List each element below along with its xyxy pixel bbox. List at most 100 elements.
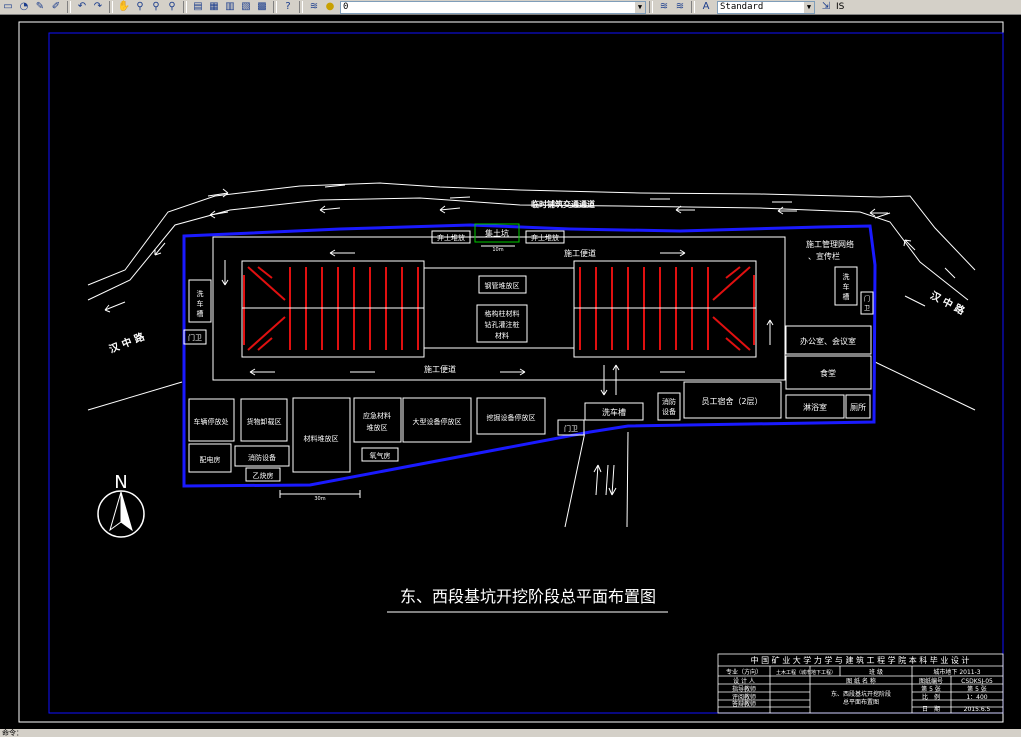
left-road-label: 汉 中 路 xyxy=(107,329,147,355)
major-value: 土木工程（城市地下工程） xyxy=(776,669,836,676)
toolbar-separator xyxy=(691,1,695,13)
drawing-title: 东、西段基坑开挖阶段总平面布置图 xyxy=(400,587,656,606)
layer-dropdown[interactable]: 0▼ xyxy=(340,0,646,14)
layer-manager-icon[interactable]: ≋ xyxy=(309,1,319,12)
designer-label: 设 计 人 xyxy=(733,677,755,685)
match-properties-icon[interactable]: ✐ xyxy=(51,1,61,12)
scale-bar-bottom xyxy=(279,490,361,498)
rebar-label-3: 材料 xyxy=(495,331,509,340)
layer-previous-icon[interactable]: ≋ xyxy=(659,1,669,12)
inner-site-road xyxy=(212,236,786,381)
dimension-style-icon[interactable]: ⇲ xyxy=(821,1,831,12)
dorm-box xyxy=(683,381,782,419)
design-center-icon[interactable]: ▦ xyxy=(209,1,219,12)
zoom-window-icon[interactable]: ⚲ xyxy=(152,1,160,12)
site-road-bottom-label: 施工便道 xyxy=(424,364,456,374)
zoom-previous-icon[interactable]: ⚲ xyxy=(168,1,176,12)
spoil-right-box xyxy=(525,230,565,244)
spoil-left-box xyxy=(431,230,471,244)
steel-pipe-label: 钢管堆放区 xyxy=(485,281,520,290)
road-edge-lower xyxy=(87,197,969,301)
fire-right-box xyxy=(657,392,681,421)
wash-right-label-2: 车 xyxy=(843,282,850,291)
drawing-name-label: 图 纸 名 称 xyxy=(846,677,876,685)
help-icon[interactable]: ? xyxy=(285,1,291,12)
right-road-label: 汉 中 路 xyxy=(928,288,968,317)
layer-value: 0 xyxy=(343,1,349,12)
material-box xyxy=(292,397,351,473)
wash-right-label-1: 洗 xyxy=(843,272,850,281)
scale-small-label: 10m xyxy=(492,247,503,253)
emergency-label-2: 堆放区 xyxy=(367,423,388,432)
scale-value: 1：400 xyxy=(966,694,987,701)
properties-icon[interactable]: ▤ xyxy=(193,1,203,12)
title-block xyxy=(717,653,1004,714)
dump-pit-box xyxy=(474,223,520,243)
sheet-total: 第 5 张 xyxy=(967,685,987,693)
gate-right-label-1: 门 xyxy=(864,295,870,303)
new-icon[interactable]: ▭ xyxy=(3,1,13,12)
command-line[interactable]: 命令： xyxy=(0,729,1021,737)
oxygen-label: 氧气房 xyxy=(370,451,391,460)
bath-label: 淋浴室 xyxy=(803,402,827,412)
dump-pit-label: 集土坑 xyxy=(485,228,509,238)
chevron-down-icon[interactable]: ▼ xyxy=(804,1,814,13)
chevron-down-icon[interactable]: ▼ xyxy=(635,1,645,13)
road-edge-upper xyxy=(87,182,976,286)
bath-box xyxy=(785,394,845,419)
scale-label: 比 例 xyxy=(922,693,940,701)
text-style-icon[interactable]: A xyxy=(702,1,710,12)
markup-icon[interactable]: ▧ xyxy=(241,1,251,12)
dig-equip-label: 挖掘设备停放区 xyxy=(487,413,536,422)
road-arrows xyxy=(104,184,956,496)
lightbulb-icon: ● xyxy=(325,1,335,12)
steel-pipe-box xyxy=(478,275,527,294)
layer-state-icon[interactable]: ≋ xyxy=(675,1,685,12)
title-block-header: 中 国 矿 业 大 学 力 学 与 建 筑 工 程 学 院 本 科 毕 业 设 … xyxy=(751,655,970,665)
power-label: 配电房 xyxy=(200,455,221,464)
spoil-left-label: 弃土堆放 xyxy=(437,233,465,242)
undo-icon[interactable]: ↶ xyxy=(77,1,87,12)
wash-left-box xyxy=(188,279,212,323)
road-edge-left xyxy=(87,381,183,411)
site-road-arrows xyxy=(221,249,774,396)
road-edge-bottom-left xyxy=(564,431,586,528)
wash-left-label-1: 洗 xyxy=(197,289,204,298)
text-style-dropdown[interactable]: Standard▼ xyxy=(717,0,815,14)
office-label: 办公室、会议室 xyxy=(800,336,856,346)
large-equip-label: 大型设备停放区 xyxy=(413,417,462,426)
redo-icon[interactable]: ↷ xyxy=(93,1,103,12)
mgmt-net-label-2: 、宣传栏 xyxy=(808,251,840,261)
road-edge-right xyxy=(874,361,976,411)
tool-palettes-icon[interactable]: ▥ xyxy=(225,1,235,12)
fire-right-label-2: 设备 xyxy=(662,407,676,416)
toolbar-separator xyxy=(67,1,71,13)
pan-icon[interactable]: ✋ xyxy=(117,1,131,12)
gate-left-box xyxy=(183,329,207,345)
north-label: N xyxy=(114,472,127,493)
drawing-svg: 临时铺筑交通通道 汉 中 路 汉 中 路 xyxy=(18,21,1004,723)
canteen-box xyxy=(785,355,872,390)
defense-label: 答辩教师 xyxy=(732,700,756,708)
open-icon[interactable]: ◔ xyxy=(19,1,29,12)
rebar-label-2: 钻孔灌注桩 xyxy=(485,320,520,329)
gate-left-label: 门卫 xyxy=(188,333,202,342)
pencil-icon[interactable]: ✎ xyxy=(35,1,45,12)
large-equip-box xyxy=(402,397,472,443)
inner-frame xyxy=(48,32,1004,714)
zoom-realtime-icon[interactable]: ⚲ xyxy=(136,1,144,12)
toilet-label: 厕所 xyxy=(850,402,866,412)
acetylene-label: 乙炔房 xyxy=(253,471,274,480)
office-box xyxy=(785,325,872,355)
north-arrow xyxy=(97,490,145,538)
drawing-name-2: 总平面布置图 xyxy=(843,698,879,706)
calculator-icon[interactable]: ▩ xyxy=(257,1,267,12)
scale-bottom-label: 30m xyxy=(314,496,325,502)
wash-right-box xyxy=(834,266,858,306)
top-road-label: 临时铺筑交通通道 xyxy=(531,199,595,209)
dorm-label: 员工宿舍（2层） xyxy=(701,396,762,406)
toolbar: ▭ ◔ ✎ ✐ ↶ ↷ ✋ ⚲ ⚲ ⚲ ▤ ▦ ▥ ▧ ▩ ? ≋ ● 0▼ ≋… xyxy=(0,0,1021,15)
model-space-canvas[interactable]: 临时铺筑交通通道 汉 中 路 汉 中 路 xyxy=(0,15,1021,729)
mgmt-net-label: 施工管理网络 xyxy=(806,239,854,249)
rebar-box xyxy=(476,304,528,343)
